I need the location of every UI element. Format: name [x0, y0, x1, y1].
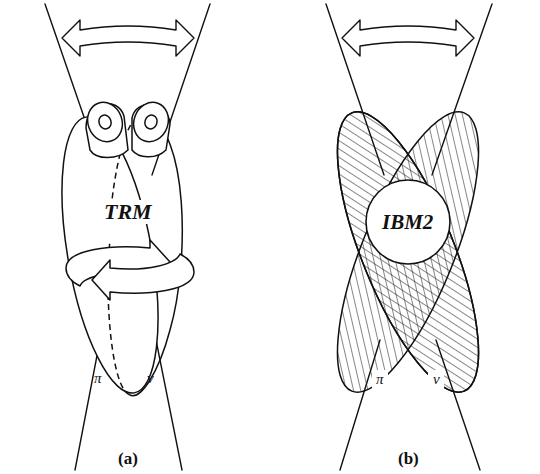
double-arrow: [342, 20, 474, 56]
neutron-tube-inner: [143, 113, 159, 130]
node-text: IBM2: [382, 212, 433, 233]
proton-tube-end: [82, 97, 128, 146]
rotation-arrow: [92, 254, 194, 300]
axis-line: [75, 340, 100, 470]
neutron-tube-end: [128, 97, 174, 146]
proton-symbol: π: [94, 371, 102, 386]
model-label: TRM: [101, 200, 155, 224]
proton-tube-inner: [97, 113, 113, 130]
neutron-symbol: ν: [433, 372, 440, 387]
panel-label: (a): [118, 450, 138, 467]
ibm-core-circle: IBM2: [365, 179, 451, 265]
proton-ellipse-hatched: [309, 96, 507, 409]
proton-ellipse-outline: [309, 96, 507, 409]
panel-label: (b): [398, 450, 419, 467]
neutron-symbol: ν: [147, 371, 154, 386]
proton-symbol: π: [376, 372, 384, 387]
double-arrow: [62, 20, 194, 56]
neutron-ellipse-hatched: [309, 96, 507, 409]
